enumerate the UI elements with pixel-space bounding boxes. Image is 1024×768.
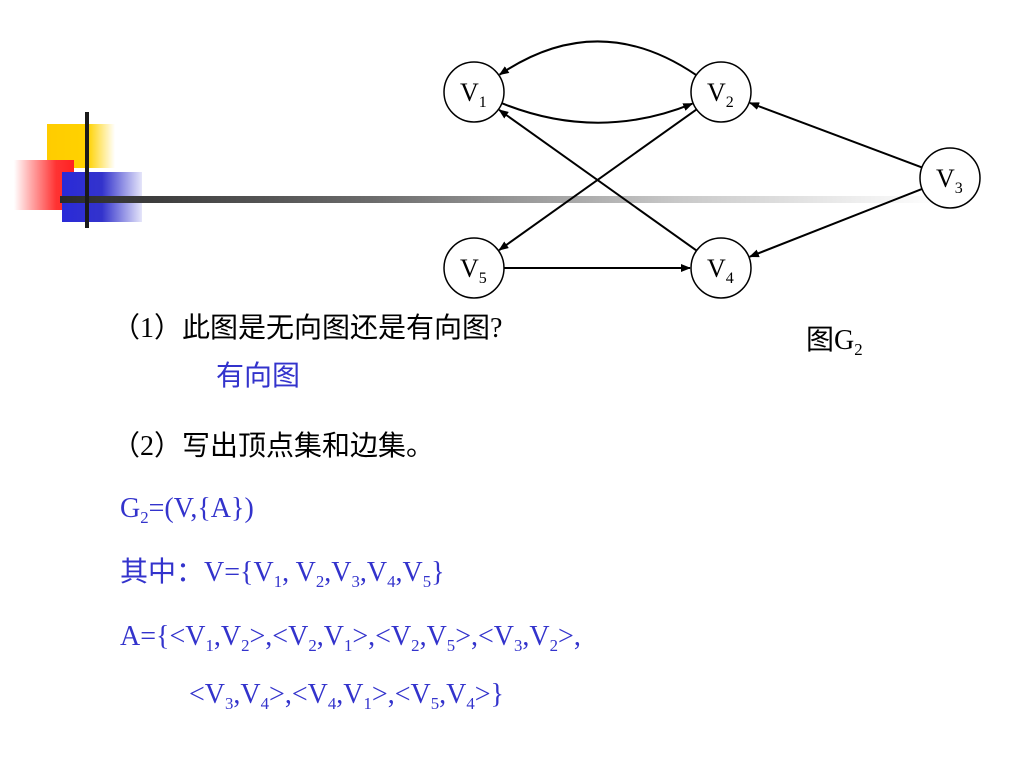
- vertex-v3: V3: [919, 147, 981, 209]
- arc-item: <V4,V1>,: [291, 679, 395, 713]
- edges-layer: [498, 40, 923, 272]
- edge-v3-v2: [749, 101, 923, 169]
- vertex-set-item: ,V4: [359, 557, 396, 591]
- edge-v4-v1: [498, 109, 698, 252]
- arc-item: <V3,V4>,: [189, 679, 292, 713]
- arc-item: <V5,V4>: [394, 679, 491, 713]
- vertex-circle: [919, 147, 981, 209]
- arc-item: <V1,V2>,: [169, 621, 273, 655]
- graph-caption: 图G2: [806, 325, 863, 359]
- decor-horizontal-rule: [60, 196, 940, 203]
- arc-item: <V3,V2>: [477, 621, 574, 655]
- vertex-v5: V5: [443, 237, 505, 299]
- arc-item: <V2,V5>,: [375, 621, 478, 655]
- vertex-v2: V2: [690, 61, 752, 123]
- vertex-set-item: V1: [253, 557, 283, 591]
- arc-item: <V2,V1>,: [272, 621, 376, 655]
- edge-v3-v4: [748, 188, 923, 258]
- vertex-set-item: ,V5: [395, 557, 432, 591]
- vertex-circle: [690, 61, 752, 123]
- answer-1: 有向图: [216, 361, 301, 392]
- vertex-set-item: , V2: [282, 557, 325, 591]
- vertex-label: V5: [460, 254, 487, 287]
- vertex-circle: [690, 237, 752, 299]
- vertex-circle: [443, 61, 505, 123]
- edge-set-line-2: <V3,V4>,<V4,V1>,<V5,V4>}: [189, 679, 504, 713]
- edge-v1-v2: [501, 102, 694, 124]
- vertex-v4: V4: [690, 237, 752, 299]
- vertex-set: 其中：V={V1, V2,V3,V4,V5}: [120, 557, 445, 591]
- vertex-circle: [443, 237, 505, 299]
- edge-v2-v1: [498, 40, 697, 76]
- vertex-v1: V1: [443, 61, 505, 123]
- question-1: （1）此图是无向图还是有向图?: [112, 313, 503, 344]
- vertex-set-item: ,V3: [324, 557, 360, 591]
- decor-vertical-rule: [85, 112, 89, 228]
- edge-set-line-1: A={<V1,V2>,<V2,V1>,<V2,V5>,<V3,V2>,: [120, 621, 581, 655]
- graph-definition: G2=(V,{A}): [120, 493, 254, 527]
- question-2: （2）写出顶点集和边集。: [112, 431, 435, 462]
